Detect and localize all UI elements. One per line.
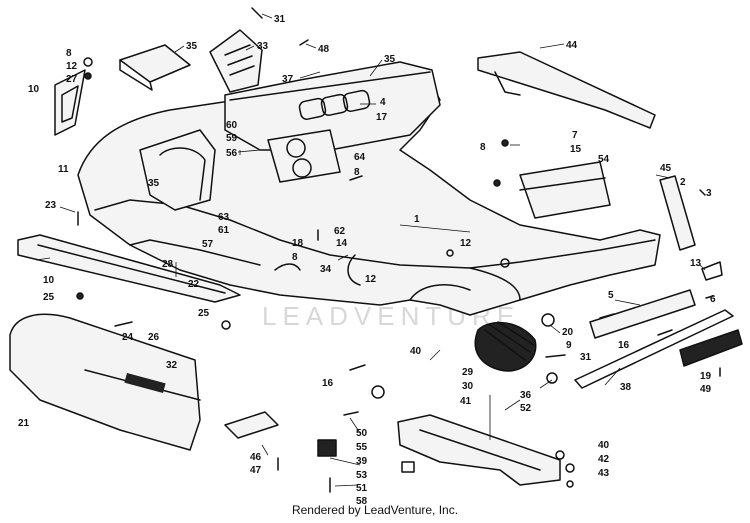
callout-40: 40 — [410, 346, 422, 357]
callout-12: 12 — [66, 61, 78, 72]
callout-7: 7 — [572, 130, 578, 141]
callout-19: 19 — [700, 371, 712, 382]
front-bumper — [17, 234, 241, 303]
callout-8: 8 — [480, 142, 486, 153]
callout-25: 25 — [198, 308, 210, 319]
callout-51: 51 — [356, 483, 368, 494]
callout-10: 10 — [43, 275, 55, 286]
callout-5: 5 — [608, 290, 614, 301]
side-bracket — [519, 161, 611, 219]
callout-30: 30 — [462, 381, 474, 392]
callout-35: 35 — [148, 178, 160, 189]
callout-38: 38 — [620, 382, 632, 393]
callout-4: 4 — [380, 97, 386, 108]
callout-42: 42 — [598, 454, 610, 465]
footer-credit: Rendered by LeadVenture, Inc. — [291, 503, 459, 517]
callout-43: 43 — [598, 468, 610, 479]
leader-lines — [35, 13, 706, 487]
callout-27: 27 — [66, 74, 78, 85]
callout-36: 36 — [520, 390, 532, 401]
shift-boot — [209, 29, 263, 93]
callout-52: 52 — [520, 403, 532, 414]
callout-2: 2 — [680, 177, 686, 188]
callout-6: 6 — [710, 294, 716, 305]
callout-14: 14 — [336, 238, 348, 249]
callout-21: 21 — [18, 418, 30, 429]
callout-33: 33 — [257, 41, 269, 52]
callout-8: 8 — [292, 252, 298, 263]
callout-53: 53 — [356, 470, 368, 481]
callout-22: 22 — [188, 279, 200, 290]
callout-48: 48 — [318, 44, 330, 55]
callout-55: 55 — [356, 442, 368, 453]
lower-panel — [397, 414, 561, 486]
callout-32: 32 — [166, 360, 178, 371]
callout-39: 39 — [356, 456, 368, 467]
fasteners — [76, 7, 723, 493]
callout-26: 26 — [148, 332, 160, 343]
callout-50: 50 — [356, 428, 368, 439]
callout-41: 41 — [460, 396, 472, 407]
callout-59: 59 — [226, 133, 238, 144]
callout-37: 37 — [282, 74, 294, 85]
callout-31: 31 — [580, 352, 592, 363]
callout-60: 60 — [226, 120, 238, 131]
callout-24: 24 — [122, 332, 134, 343]
side-stay — [659, 175, 696, 251]
callout-31: 31 — [274, 14, 286, 25]
callout-46: 46 — [250, 452, 262, 463]
handlebar-pad — [119, 44, 191, 91]
callout-63: 63 — [218, 212, 230, 223]
callout-9: 9 — [566, 340, 572, 351]
callout-34: 34 — [320, 264, 332, 275]
callout-8: 8 — [66, 48, 72, 59]
callout-12: 12 — [460, 238, 472, 249]
callout-49: 49 — [700, 384, 712, 395]
callout-45: 45 — [660, 163, 672, 174]
belly-pan-body — [77, 69, 661, 316]
dash-panel — [224, 61, 441, 151]
callout-61: 61 — [218, 225, 230, 236]
loop-bracket — [54, 69, 86, 136]
callout-35: 35 — [384, 54, 396, 65]
gauge-bezel — [267, 129, 341, 183]
top-rail — [477, 51, 656, 129]
front-skid-plate — [9, 313, 201, 451]
callout-15: 15 — [570, 144, 582, 155]
callout-18: 18 — [292, 238, 304, 249]
callout-25: 25 — [43, 292, 55, 303]
callout-17: 17 — [376, 112, 388, 123]
callout-16: 16 — [618, 340, 630, 351]
callout-29: 29 — [462, 367, 474, 378]
callout-16: 16 — [322, 378, 334, 389]
callout-11: 11 — [58, 164, 69, 175]
callout-58: 58 — [356, 496, 368, 507]
callout-23: 23 — [45, 200, 57, 211]
callout-47: 47 — [250, 465, 262, 476]
callout-1: 1 — [414, 214, 420, 225]
callout-labels: 31 35 33 48 35 44 8 12 27 37 4 17 10 60 … — [18, 14, 716, 507]
callout-20: 20 — [562, 327, 574, 338]
callout-64: 64 — [354, 152, 366, 163]
callout-40: 40 — [598, 440, 610, 451]
callout-56: 56 — [226, 148, 238, 159]
coil-spring — [474, 321, 537, 372]
callout-8: 8 — [354, 167, 360, 178]
steering-post — [139, 129, 216, 211]
side-runner — [574, 309, 743, 389]
callout-44: 44 — [566, 40, 578, 51]
callout-57: 57 — [202, 239, 214, 250]
callout-28: 28 — [162, 259, 174, 270]
callout-54: 54 — [598, 154, 610, 165]
dash-vents — [298, 89, 371, 120]
callout-13: 13 — [690, 258, 702, 269]
callout-62: 62 — [334, 226, 346, 237]
callout-35: 35 — [186, 41, 198, 52]
callout-10: 10 — [28, 84, 40, 95]
running-board-trim — [589, 289, 696, 339]
callout-12: 12 — [365, 274, 377, 285]
foot-pad — [224, 411, 279, 439]
callout-3: 3 — [706, 188, 712, 199]
